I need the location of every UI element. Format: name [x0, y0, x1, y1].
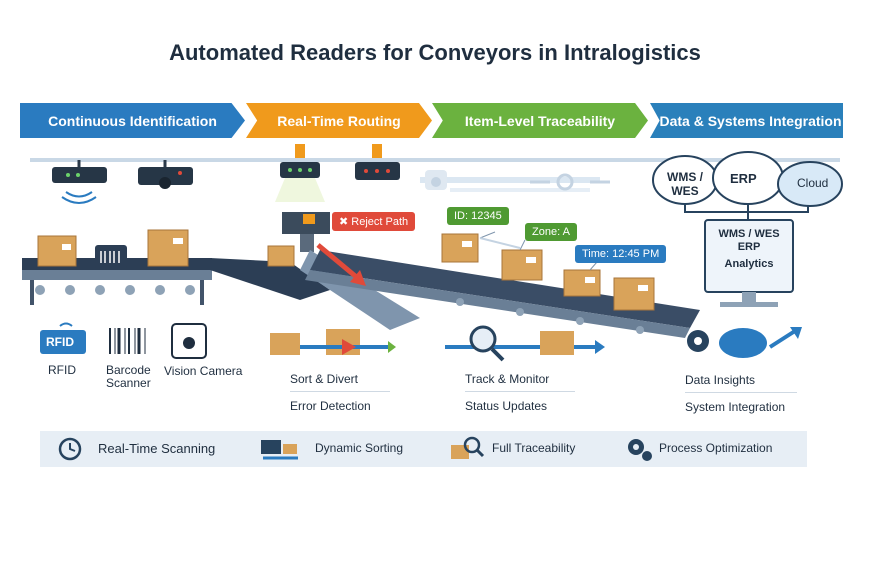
- wms-wes-cloud-label: WMS / WES: [667, 170, 703, 198]
- system-connector: [684, 204, 809, 220]
- track-monitor-icon: [445, 325, 605, 362]
- bullet-track-monitor: Track & Monitor: [465, 372, 575, 392]
- benefit-process-optimization: Process Optimization: [659, 441, 773, 455]
- conveyor-illustration: [22, 144, 843, 338]
- sort-divert-icon: [270, 329, 396, 355]
- package-box: [37, 229, 655, 311]
- benefit-real-time-scanning: Real-Time Scanning: [98, 441, 216, 456]
- barcode-scanner-label: Barcode Scanner: [106, 363, 151, 390]
- banner-data-systems-integration: Data & Systems Integration: [650, 103, 843, 138]
- gears-icon: [628, 439, 652, 461]
- reject-path-tag: ✖ Reject Path: [332, 212, 416, 231]
- routing-reader-red-icon: [355, 144, 400, 180]
- vision-camera-icon: [171, 323, 207, 359]
- camera-reader-icon: [138, 160, 193, 189]
- routing-reader-green-icon: [275, 144, 325, 202]
- monitor-line-wms: WMS / WES: [718, 228, 780, 240]
- id-tag: ID: 12345: [447, 207, 509, 225]
- data-link-arrow: [479, 237, 521, 249]
- analytics-monitor-icon: [704, 219, 794, 307]
- rfid-tag-icon: [40, 322, 86, 354]
- rfid-reader-icon: [52, 160, 107, 204]
- track-bullets: Track & Monitor Status Updates: [465, 372, 575, 413]
- rfid-label: RFID: [48, 363, 76, 377]
- cloud-label: Cloud: [797, 176, 829, 190]
- bullet-status-updates: Status Updates: [465, 399, 548, 413]
- benefits-bar: [40, 431, 807, 467]
- banner-real-time-routing: Real-Time Routing: [246, 103, 432, 138]
- bullet-system-integration: System Integration: [685, 400, 786, 414]
- benefit-icons: [58, 436, 652, 461]
- barcode-scanner-on-belt: [95, 245, 127, 269]
- conveyor-belt-right: [310, 250, 700, 328]
- benefit-full-traceability: Full Traceability: [492, 441, 576, 455]
- cloud-icon: [777, 161, 843, 207]
- diverter-machine: [282, 212, 330, 252]
- banner-item-level-traceability: Item-Level Traceability: [432, 103, 648, 138]
- bullet-sort-divert: Sort & Divert: [290, 372, 390, 392]
- page-title: Automated Readers for Conveyors in Intra…: [169, 40, 701, 65]
- banner-continuous-identification: Continuous Identification: [20, 103, 245, 138]
- sorter-icon: [261, 440, 298, 460]
- reject-arrow: [316, 243, 362, 282]
- barcode-icon: [109, 328, 146, 354]
- gear-signal-icon: [530, 173, 610, 191]
- monitor-line-analytics: Analytics: [724, 258, 774, 270]
- vision-camera-label: Vision Camera: [164, 364, 243, 378]
- benefit-dynamic-sorting: Dynamic Sorting: [315, 441, 404, 455]
- data-insights-icon: [687, 327, 802, 358]
- step-illustrations: [270, 325, 802, 362]
- data-bullets: Data Insights System Integration: [685, 373, 797, 414]
- erp-cloud-label: ERP: [730, 171, 757, 186]
- time-tag: Time: 12:45 PM: [575, 245, 667, 263]
- ceiling-camera-icon: [425, 170, 447, 190]
- magnifier-box-icon: [451, 436, 485, 459]
- overhead-rail: [30, 158, 840, 162]
- rfid-badge-text: RFID: [46, 335, 74, 349]
- sort-bullets: Sort & Divert Error Detection: [290, 372, 390, 413]
- bullet-data-insights: Data Insights: [685, 373, 797, 393]
- conveyor-curve: [210, 258, 330, 300]
- bullet-error-detection: Error Detection: [290, 399, 371, 413]
- monitor-line-erp: ERP: [737, 241, 761, 253]
- reader-icons: [40, 322, 207, 359]
- monitor-text: WMS / WES ERP Analytics: [705, 228, 793, 271]
- clock-icon: [58, 437, 82, 461]
- zone-tag: Zone: A: [525, 223, 577, 241]
